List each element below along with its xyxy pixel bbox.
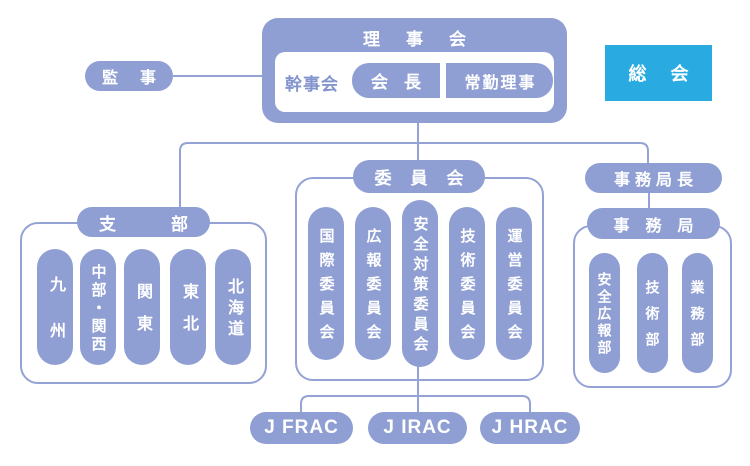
committees-title-label: 委員会 [374,169,483,188]
branch-label: 北海道 [225,278,242,341]
committee-label: 運営委員会 [505,228,523,348]
committees-title-pill: 委員会 [353,160,485,193]
board-inner-panel: 幹事会 会長 常勤理事 [275,52,554,112]
department-pill: 技術部 [637,253,668,373]
branch-pill: 関東 [124,249,160,365]
chairman-label: 会長 [371,73,437,92]
rac-pill: J FRAC [250,412,353,444]
committee-label: 国際委員会 [317,228,335,348]
auditor-label: 監事 [101,70,178,87]
main-branch-connector [179,142,649,208]
committee-pill: 広報委員会 [355,207,391,360]
branch-pill: 東北 [170,249,206,365]
secretariat-head-label: 事務局長 [613,172,698,189]
department-pill: 安全広報部 [589,253,620,373]
committee-label: 広報委員会 [364,228,382,348]
branch-label: 中部・関西 [89,263,107,354]
rac-branch-connector [300,395,531,413]
general-assembly-label: 総会 [628,64,713,84]
secretariat-title-label: 事務局 [613,217,710,235]
branch-label: 九州 [47,276,64,368]
rac-label: J FRAC [264,417,339,438]
branches-title-pill: 支部 [77,207,210,237]
department-label: 技術部 [644,280,661,358]
committee-pill: 技術委員会 [449,207,485,360]
rac-label: J HRAC [491,417,569,438]
executive-directors-cell: 常勤理事 [446,63,553,98]
board-title: 理事会 [262,25,567,50]
secretariat-meeting-label: 幹事会 [285,74,339,94]
secretariat-title-pill: 事務局 [587,208,720,239]
chairman-executives-pill: 会長 常勤理事 [352,63,553,98]
rac-pill: J HRAC [480,412,580,444]
board-title-label: 理事会 [363,30,492,49]
committee-label: 安全対策委員会 [411,216,429,356]
department-pill: 業務部 [682,253,713,373]
committee-pill: 運営委員会 [496,207,532,360]
pill-divider [440,63,446,98]
branches-title-label: 支部 [99,214,243,234]
committee-pill: 安全対策委員会 [402,200,438,367]
general-assembly-box: 総会 [605,45,712,101]
rac-label: J IRAC [383,417,452,438]
committee-label: 技術委員会 [458,228,476,348]
chairman-cell: 会長 [352,63,440,98]
branch-pill: 九州 [37,249,73,368]
executive-directors-label: 常勤理事 [464,74,537,92]
branch-label: 関東 [134,283,151,347]
department-label: 安全広報部 [596,272,613,357]
branch-pill: 北海道 [215,249,251,365]
department-label: 業務部 [689,280,706,358]
branch-pill: 中部・関西 [80,249,116,365]
auditor-pill: 監事 [85,61,173,91]
committee-pill: 国際委員会 [308,207,344,360]
secretariat-head-pill: 事務局長 [585,163,722,193]
board-box: 理事会 幹事会 会長 常勤理事 [262,18,567,123]
branch-label: 東北 [180,283,197,347]
rac-pill: J IRAC [368,412,467,444]
